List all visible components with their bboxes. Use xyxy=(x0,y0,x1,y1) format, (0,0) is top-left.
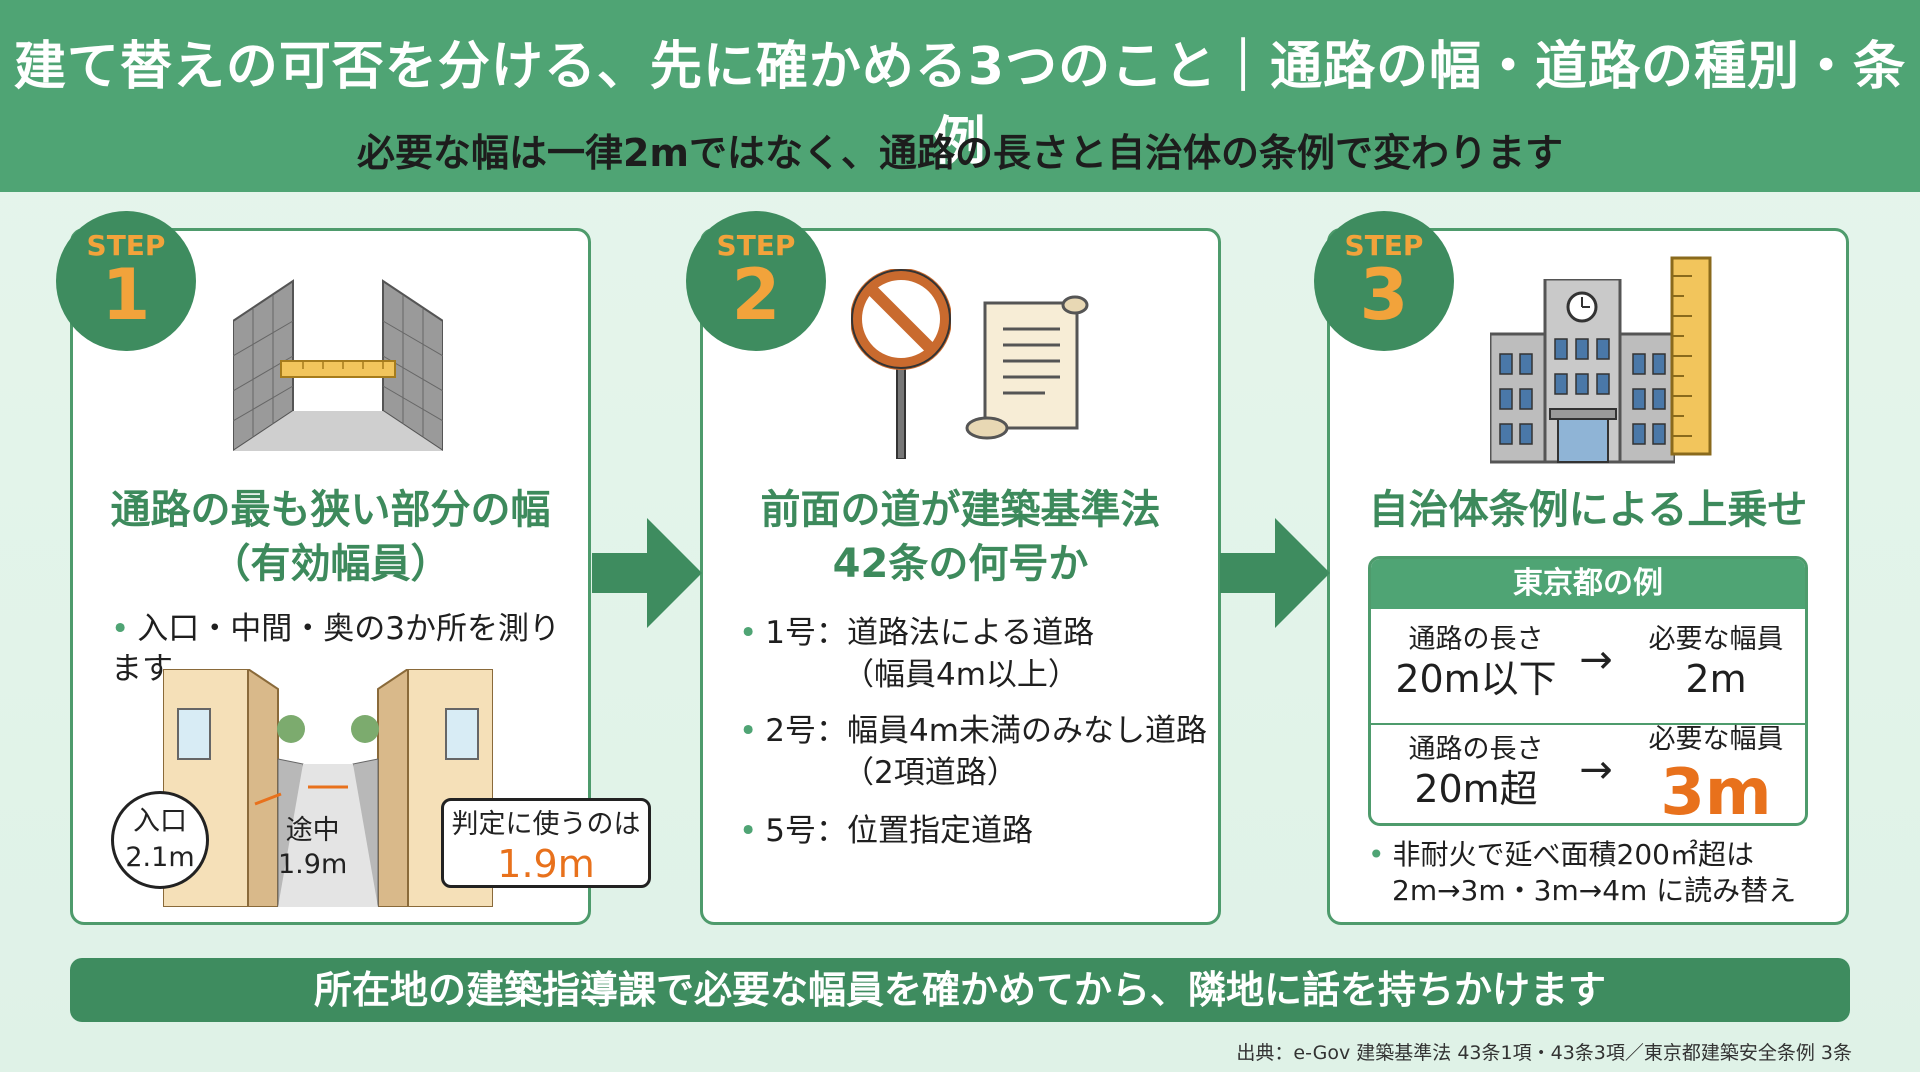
step3-note-line1: 非耐火で延べ面積200㎡超は xyxy=(1392,838,1754,871)
middle-value: 1.9m xyxy=(278,849,348,880)
table-divider xyxy=(1371,723,1805,725)
step1-bullet-text: 入口・中間・奥の3か所を測ります xyxy=(111,611,561,687)
row1-req-value: 2m xyxy=(1685,657,1747,701)
table-row: 通路の長さ 20m超 → 必要な幅員 3m xyxy=(1371,724,1805,826)
step2-item1-text: 道路法による道路 xyxy=(847,615,1095,651)
tokyo-example-table: 東京都の例 通路の長さ 20m以下 → 必要な幅員 2m 通路の長さ 20m超 … xyxy=(1368,556,1808,826)
step2-badge: STEP 2 xyxy=(686,211,826,351)
step2-item1-no: 1号： xyxy=(765,615,848,651)
wall-measure-icon xyxy=(233,279,443,451)
row1-length-label: 通路の長さ xyxy=(1408,624,1544,655)
entrance-callout: 入口 2.1m xyxy=(111,791,209,889)
scroll-document-icon xyxy=(965,295,1089,440)
row2-length-label: 通路の長さ xyxy=(1408,734,1544,765)
row1-req-label: 必要な幅員 xyxy=(1648,624,1784,655)
page-subtitle: 必要な幅は一律2mではなく、通路の長さと自治体の条例で変わります xyxy=(356,131,1564,175)
row1-length-value: 20m以下 xyxy=(1395,657,1557,701)
step2-number: 2 xyxy=(731,254,781,336)
middle-measure: 途中 1.9m xyxy=(278,814,347,882)
step2-item2-no: 2号： xyxy=(765,713,848,749)
row2-req-value: 3m xyxy=(1660,756,1772,826)
source-citation: 出典：e-Gov 建築基準法 43条1項・43条3項／東京都建築安全条例 3条 xyxy=(1236,1042,1852,1064)
step3-note-line2: 2m→3m・3m→4m に読み替え xyxy=(1392,874,1797,907)
step2-item1: •1号：道路法による道路 xyxy=(739,615,1095,651)
right-arrow-icon xyxy=(1220,518,1330,628)
table-row: 通路の長さ 20m以下 → 必要な幅員 2m xyxy=(1371,617,1805,725)
entrance-value: 2.1m xyxy=(125,842,195,873)
step2-item2-text: 幅員4m未満のみなし道路 xyxy=(847,713,1207,749)
step1-title-line2: （有効幅員） xyxy=(210,541,451,587)
step1-word: STEP xyxy=(86,229,166,262)
header-banner: 建て替えの可否を分ける、先に確かめる3つのこと｜通路の幅・道路の種別・条例 必要… xyxy=(0,0,1920,192)
row1-arrow: → xyxy=(1579,637,1613,683)
step3-number: 3 xyxy=(1359,254,1409,336)
page-title: 建て替えの可否を分ける、先に確かめる3つのこと｜通路の幅・道路の種別・条例 xyxy=(13,37,1907,172)
step1-title-line1: 通路の最も狭い部分の幅 xyxy=(110,487,551,533)
step1-badge: STEP 1 xyxy=(56,211,196,351)
step3-badge: STEP 3 xyxy=(1314,211,1454,351)
step3-title: 自治体条例による上乗せ xyxy=(1368,487,1808,533)
judge-label: 判定に使うのは xyxy=(451,809,641,840)
step2-word: STEP xyxy=(716,229,796,262)
step2-item2: •2号：幅員4m未満のみなし道路 xyxy=(739,713,1207,749)
step1-card: 通路の最も狭い部分の幅 （有効幅員） •入口・中間・奥の3か所を測ります 入口 … xyxy=(70,228,651,925)
right-arrow-icon xyxy=(592,518,702,628)
step3-card: 自治体条例による上乗せ 東京都の例 通路の長さ 20m以下 → 必要な幅員 2m… xyxy=(1327,228,1849,925)
step2-item1-sub: （幅員4m以上） xyxy=(843,657,1079,693)
row2-length-value: 20m超 xyxy=(1414,767,1538,811)
step2-item3-no: 5号： xyxy=(765,813,848,849)
step2-item3-text: 位置指定道路 xyxy=(847,813,1034,849)
step2-title-line1: 前面の道が建築基準法 xyxy=(760,487,1161,533)
table-header: 東京都の例 xyxy=(1371,559,1805,609)
row2-req-label: 必要な幅員 xyxy=(1648,724,1784,755)
step2-item3: •5号：位置指定道路 xyxy=(739,813,1034,849)
judge-callout: 判定に使うのは 1.9m xyxy=(441,798,651,888)
entrance-label: 入口 xyxy=(133,806,187,837)
footer-banner: 所在地の建築指導課で必要な幅員を確かめてから、隣地に話を持ちかけます xyxy=(70,958,1850,1022)
step1-number: 1 xyxy=(101,254,151,336)
row2-arrow: → xyxy=(1579,747,1613,793)
step2-title-line2: 42条の何号か xyxy=(832,541,1089,587)
step2-card: 前面の道が建築基準法 42条の何号か •1号：道路法による道路 （幅員4m以上）… xyxy=(700,228,1221,925)
step3-note: •非耐火で延べ面積200㎡超は xyxy=(1368,838,1754,871)
no-entry-sign-icon xyxy=(851,269,951,459)
step2-item2-sub: （2項道路） xyxy=(843,755,1018,791)
middle-label: 途中 xyxy=(285,815,340,846)
ruler-icon xyxy=(1670,256,1712,456)
step3-word: STEP xyxy=(1344,229,1424,262)
judge-value: 1.9m xyxy=(497,842,595,886)
step1-bullet: •入口・中間・奥の3か所を測ります xyxy=(111,611,561,687)
city-hall-icon xyxy=(1490,279,1675,464)
